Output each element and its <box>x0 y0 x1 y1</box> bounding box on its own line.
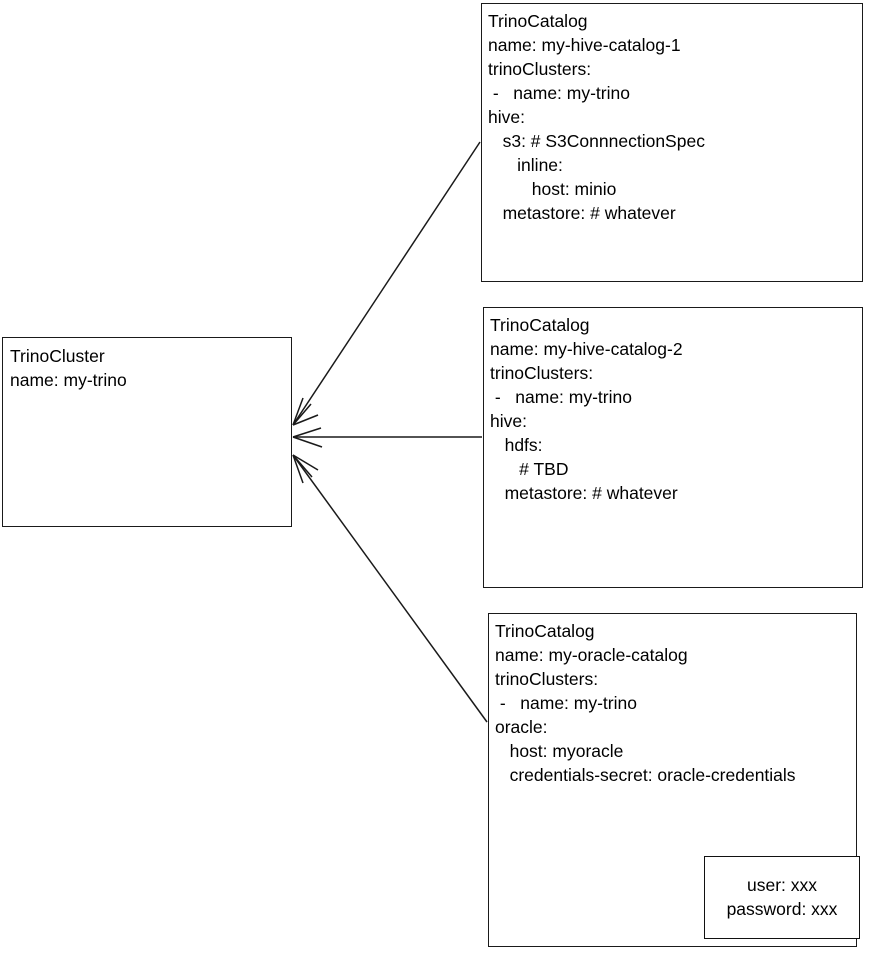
catalog-hive-2-text: TrinoCatalog name: my-hive-catalog-2 tri… <box>490 315 683 503</box>
node-catalog-hive-2[interactable]: TrinoCatalog name: my-hive-catalog-2 tri… <box>483 307 863 588</box>
catalog-hive-1-text: TrinoCatalog name: my-hive-catalog-1 tri… <box>488 11 705 223</box>
secret-text: user: xxx password: xxx <box>726 875 838 919</box>
edge-hive-1-to-cluster <box>292 141 481 426</box>
catalog-oracle-text: TrinoCatalog name: my-oracle-catalog tri… <box>495 621 796 785</box>
trino-cluster-text: TrinoCluster name: my-trino <box>10 346 127 390</box>
edge-hive-2-to-cluster <box>292 427 482 448</box>
node-trino-cluster[interactable]: TrinoCluster name: my-trino <box>2 337 292 527</box>
node-secret[interactable]: user: xxx password: xxx <box>704 856 860 939</box>
node-catalog-oracle[interactable]: TrinoCatalog name: my-oracle-catalog tri… <box>488 613 860 947</box>
node-catalog-hive-1[interactable]: TrinoCatalog name: my-hive-catalog-1 tri… <box>481 3 863 282</box>
edge-oracle-to-cluster <box>292 454 488 723</box>
